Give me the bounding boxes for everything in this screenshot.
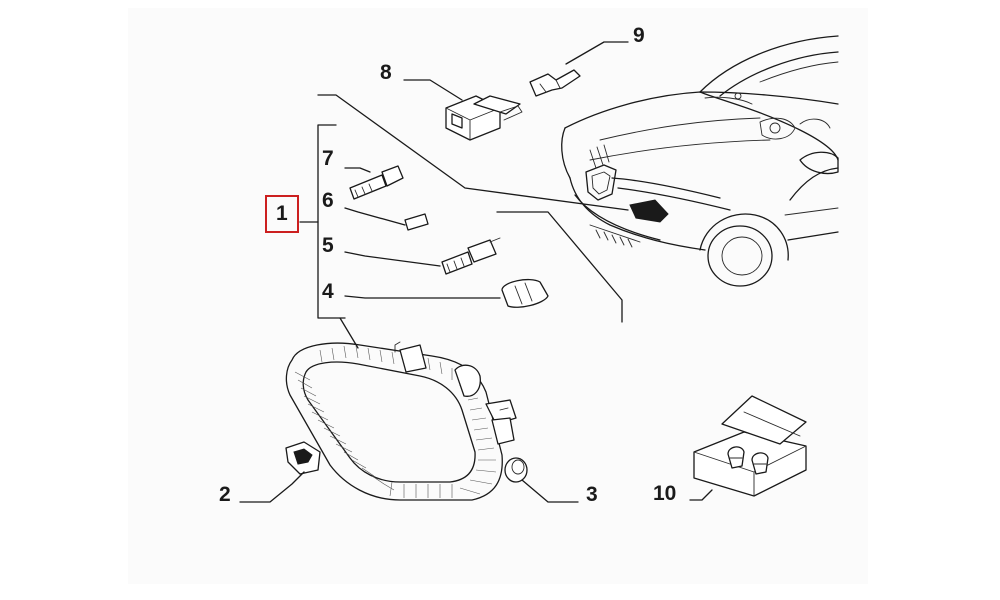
terminal-clip-icon bbox=[529, 41, 629, 97]
callout-10[interactable]: 10 bbox=[653, 482, 677, 505]
car-front-icon bbox=[561, 35, 839, 287]
callout-8[interactable]: 8 bbox=[380, 61, 392, 84]
callout-7[interactable]: 7 bbox=[322, 147, 334, 170]
clip-icon bbox=[239, 441, 321, 503]
callout-4[interactable]: 4 bbox=[322, 280, 334, 303]
callout-5[interactable]: 5 bbox=[322, 234, 334, 257]
bulb-kit-box-icon bbox=[689, 395, 807, 501]
connector-icon bbox=[403, 79, 523, 141]
fog-lamp-icon bbox=[285, 317, 517, 501]
callout-6[interactable]: 6 bbox=[322, 189, 334, 212]
bulb-icon bbox=[344, 207, 429, 231]
bulb-icon bbox=[344, 165, 404, 200]
bulb-icon bbox=[344, 278, 549, 308]
bulb-icon bbox=[344, 237, 501, 275]
callout-2[interactable]: 2 bbox=[219, 483, 231, 506]
callout-9[interactable]: 9 bbox=[633, 24, 645, 47]
selected-callout-highlight bbox=[265, 195, 299, 233]
grommet-icon bbox=[504, 457, 579, 503]
callout-1[interactable]: 1 bbox=[276, 202, 288, 225]
callout-3[interactable]: 3 bbox=[586, 483, 598, 506]
